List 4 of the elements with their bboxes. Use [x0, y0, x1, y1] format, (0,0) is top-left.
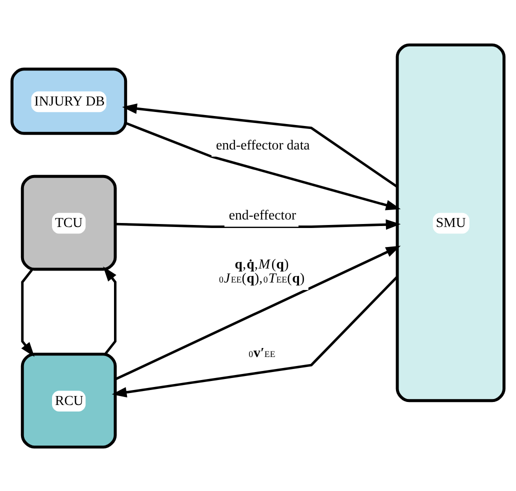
edge-label: 0v′EE [248, 344, 276, 360]
edge-label: end-effector [228, 207, 296, 222]
edge-label: q,q̇,M(q) 0JEE(q),0TEE(q) [218, 256, 305, 285]
edge-label: end-effector data [216, 136, 310, 152]
